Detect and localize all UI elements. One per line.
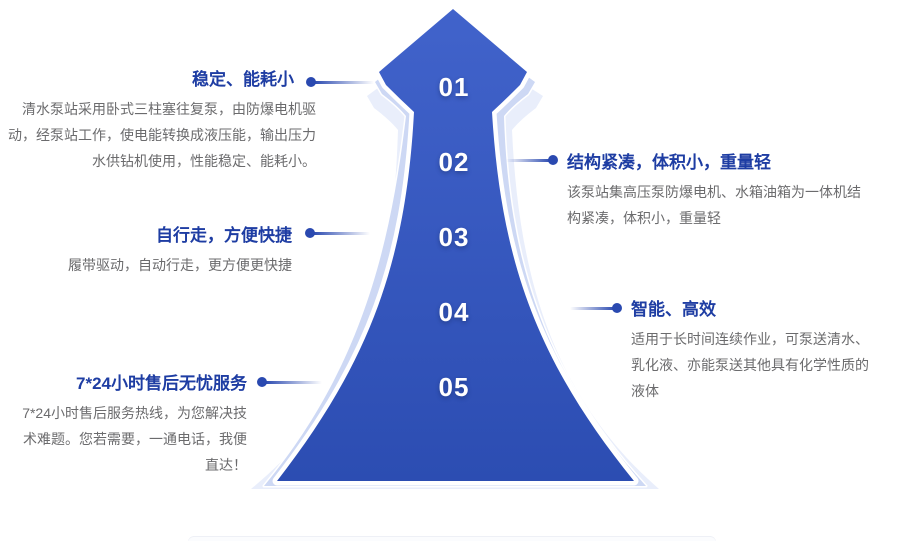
step-number-3: 03 xyxy=(438,222,470,252)
feature-body: 7*24小时售后服务热线，为您解决技术难题。您若需要，一通电话，我便直达！ xyxy=(22,405,247,473)
step-number-4: 04 xyxy=(438,297,470,327)
connector-line xyxy=(313,232,370,235)
connector-line xyxy=(570,307,615,310)
feature-title: 自行走，方便快捷 xyxy=(156,226,292,245)
feature-stability: 稳定、能耗小 清水泵站采用卧式三柱塞往复泵，由防爆电机驱动，经泵站工作，使电能转… xyxy=(8,68,316,174)
feature-after-sales: 7*24小时售后无忧服务 7*24小时售后服务热线，为您解决技术难题。您若需要，… xyxy=(15,372,247,478)
step-number-1: 01 xyxy=(438,72,470,102)
bullet-dot-icon xyxy=(305,228,315,238)
bullet-dot-icon xyxy=(612,303,622,313)
feature-body: 清水泵站采用卧式三柱塞往复泵，由防爆电机驱动，经泵站工作，使电能转换成液压能，输… xyxy=(8,101,316,169)
connector-line xyxy=(314,81,374,84)
feature-title: 稳定、能耗小 xyxy=(192,70,294,89)
card-top-edge xyxy=(188,537,716,541)
connector-line xyxy=(506,159,551,162)
step-number-5: 05 xyxy=(438,372,470,402)
bullet-dot-icon xyxy=(548,155,558,165)
feature-body: 履带驱动，自动行走，更方便更快捷 xyxy=(68,257,292,273)
feature-smart-efficient: 智能、高效 适用于长时间连续作业，可泵送清水、乳化液、亦能泵送其他具有化学性质的… xyxy=(631,298,881,404)
feature-title: 智能、高效 xyxy=(631,300,716,319)
bullet-dot-icon xyxy=(306,77,316,87)
feature-title: 结构紧凑，体积小，重量轻 xyxy=(567,153,771,172)
feature-self-propelled: 自行走，方便快捷 履带驱动，自动行走，更方便更快捷 xyxy=(42,224,292,278)
feature-body: 该泵站集高压泵防爆电机、水箱油箱为一体机结构紧凑，体积小，重量轻 xyxy=(567,184,861,226)
feature-body: 适用于长时间连续作业，可泵送清水、乳化液、亦能泵送其他具有化学性质的液体 xyxy=(631,331,869,399)
step-number-2: 02 xyxy=(438,147,470,177)
arrow-main xyxy=(272,4,639,486)
connector-line xyxy=(265,381,322,384)
bullet-dot-icon xyxy=(257,377,267,387)
feature-title: 7*24小时售后无忧服务 xyxy=(76,374,247,393)
feature-compact: 结构紧凑，体积小，重量轻 该泵站集高压泵防爆电机、水箱油箱为一体机结构紧凑，体积… xyxy=(567,151,867,231)
